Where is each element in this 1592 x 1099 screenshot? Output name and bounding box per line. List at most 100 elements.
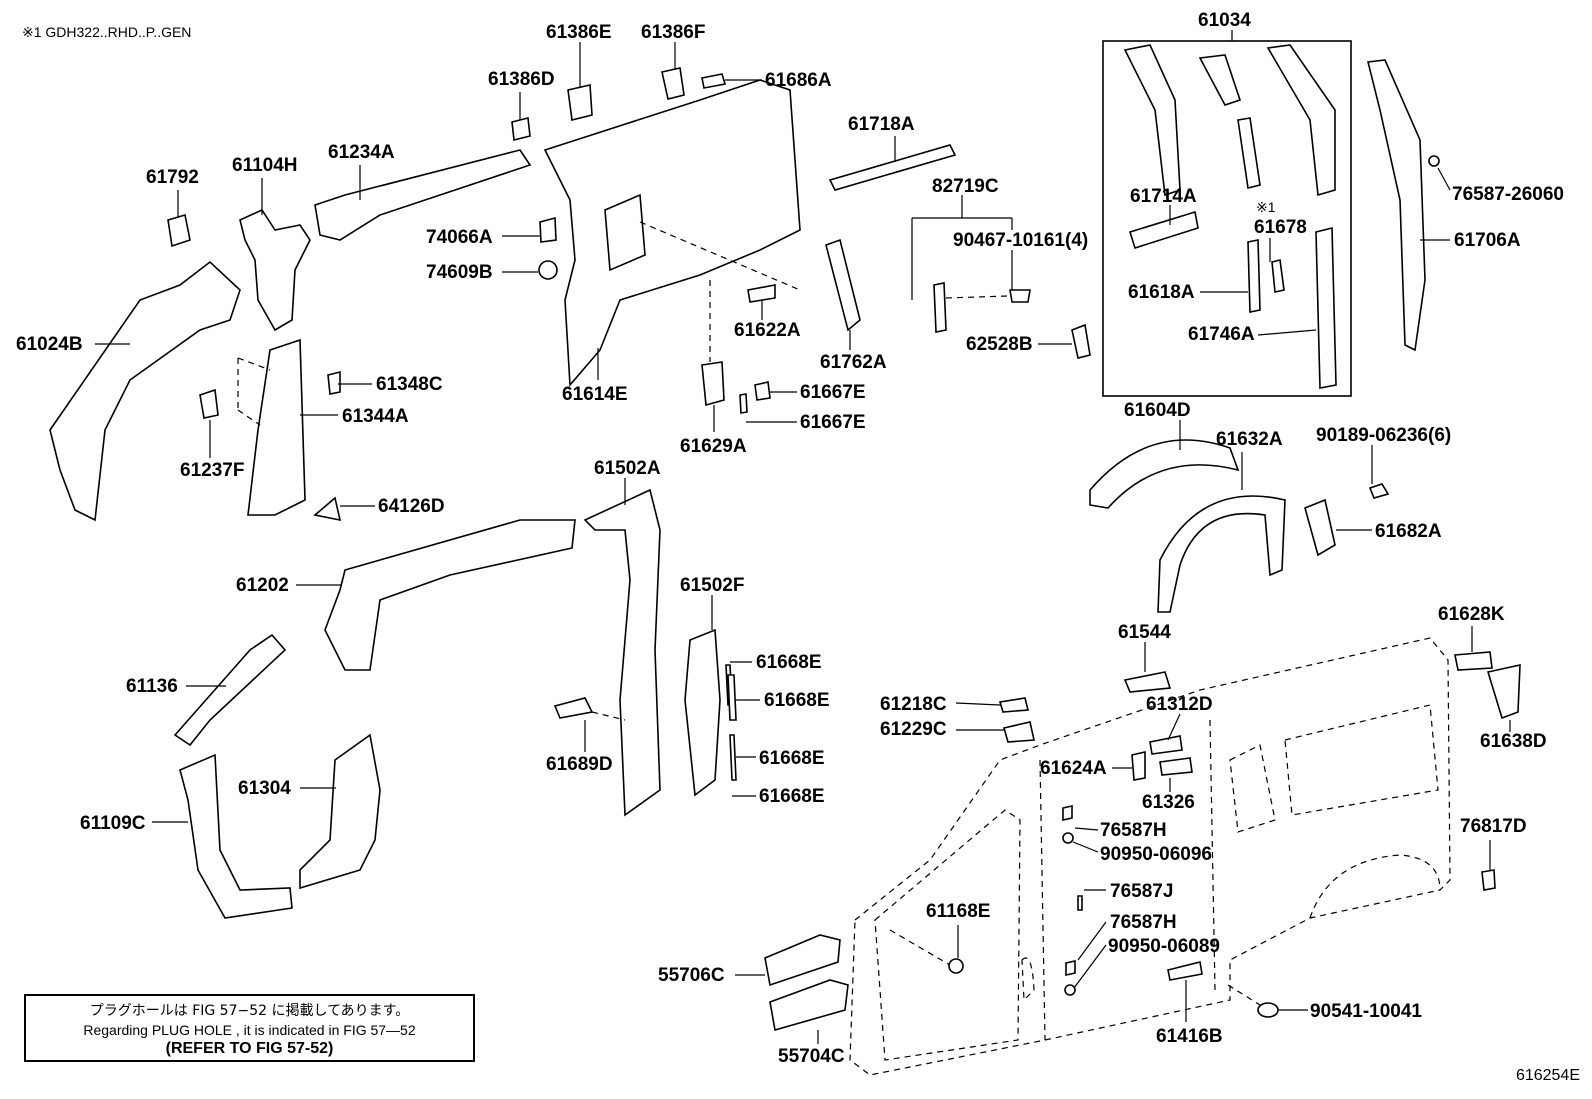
label-61622A: 61622A [734,320,801,341]
part-61034-a [1123,44,1181,197]
part-76587H-a [1062,805,1073,821]
part-61304 [299,733,381,890]
label-61234A: 61234A [328,142,395,163]
label-90467: 90467-10161(4) [953,230,1088,251]
group-box-61034 [1102,40,1352,397]
label-61304: 61304 [238,778,291,799]
label-61614E: 61614E [562,384,628,405]
part-61614E-window [604,193,646,272]
label-61168E: 61168E [926,901,990,922]
label-61714A: 61714A [1130,186,1197,207]
notice-line-2: Regarding PLUG HOLE , it is indicated in… [83,1022,416,1038]
part-shapes [49,44,1521,1032]
part-61718A [828,144,957,191]
label-61344A: 61344A [342,406,409,427]
part-76817D [1481,869,1496,891]
part-90950-06089 [1064,984,1076,996]
part-90950-06096 [1062,832,1074,844]
leader-lines [95,30,1511,1044]
part-76587J [1077,895,1083,911]
label-76817D: 76817D [1460,816,1527,837]
part-61386F [661,67,685,100]
part-62528B [1071,323,1091,359]
notice-line-3: (REFER TO FIG 57-52) [165,1040,334,1057]
label-61792: 61792 [146,167,199,188]
label-61667E-2: 61667E [800,412,866,433]
label-61632A: 61632A [1216,429,1283,450]
part-61344A [247,338,306,516]
part-61386E [567,84,593,121]
label-82719C: 82719C [932,176,999,197]
label-61544: 61544 [1118,622,1171,643]
part-61104H [239,208,311,332]
label-61202: 61202 [236,575,289,596]
part-61034-b [1198,54,1242,106]
label-74609B: 74609B [426,262,493,283]
part-64126D [313,496,342,522]
part-61668E-2 [727,674,737,721]
part-61109C [179,753,293,919]
plug-hole-notice: プラグホールは FIG 57−52 に掲載してあります。 Regarding P… [24,994,475,1062]
part-90189 [1368,483,1390,499]
label-76587H-2: 76587H [1110,912,1177,933]
label-61678: 61678 [1254,217,1307,238]
notice-line-1: プラグホールは FIG 57−52 に掲載してあります。 [89,1003,410,1019]
label-61628K: 61628K [1438,604,1505,625]
label-74066A: 74066A [426,227,493,248]
part-61237F [199,388,219,419]
part-61218C [998,697,1030,713]
label-90541: 90541-10041 [1310,1001,1422,1022]
label-62528B: 62528B [966,334,1033,355]
part-61502A [583,488,661,817]
label-61136: 61136 [126,676,178,697]
part-61624A [1131,750,1146,781]
part-61746A [1315,226,1337,389]
part-61348C [327,370,341,395]
part-61416B [1167,961,1203,981]
part-61312D [1149,735,1183,755]
label-61237F: 61237F [180,460,244,481]
part-61667E-b [739,393,748,414]
part-61638D [1486,663,1521,720]
part-76587H-b [1065,960,1076,976]
part-61168E [948,958,964,974]
label-61386F: 61386F [641,22,705,43]
label-90189: 90189-06236(6) [1316,425,1451,446]
part-61618A [1247,239,1261,313]
label-61689D: 61689D [546,754,613,775]
label-61629A: 61629A [680,436,747,457]
part-61762A [825,238,861,332]
label-61624A: 61624A [1040,758,1107,779]
part-61706A [1367,59,1426,352]
part-55704C [769,979,849,1032]
label-61678-note: ※1 [1256,199,1276,215]
label-61682A: 61682A [1375,521,1442,542]
label-61668E-3: 61668E [759,748,825,769]
part-61544 [1123,671,1172,693]
label-61348C: 61348C [376,374,443,395]
label-61502A: 61502A [594,458,661,479]
part-61136 [173,633,287,747]
label-64126D: 64126D [378,496,445,517]
part-61229C [1002,721,1035,743]
label-76587H-1: 76587H [1100,820,1167,841]
label-61034: 61034 [1198,10,1251,31]
part-61682A [1304,498,1336,557]
part-61668E-3 [729,734,737,781]
label-61686A: 61686A [765,70,832,91]
part-61034-d [1237,117,1261,189]
part-61326 [1159,757,1193,776]
part-61386D [511,117,531,141]
label-61746A: 61746A [1188,324,1255,345]
label-61604D: 61604D [1124,400,1191,421]
figure-code: 616254E [1515,1067,1580,1084]
part-82719C [933,282,947,333]
part-61632A [1157,495,1286,613]
label-61104H: 61104H [232,155,298,176]
label-61229C: 61229C [880,719,947,740]
part-61604D [1089,439,1240,509]
label-61416B: 61416B [1156,1026,1223,1047]
part-61034-c [1266,44,1336,197]
part-61686A [701,73,727,89]
